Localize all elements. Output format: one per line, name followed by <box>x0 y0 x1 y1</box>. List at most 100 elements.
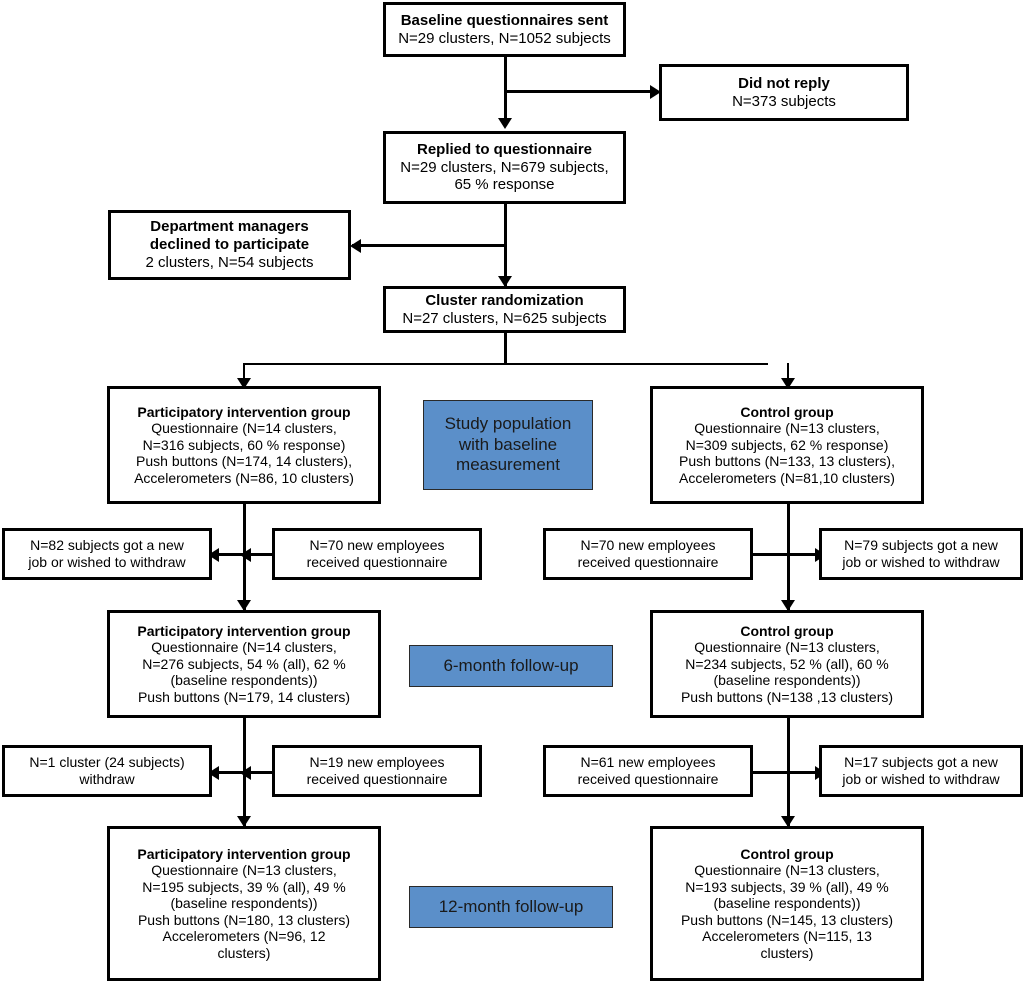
node-line: 2 clusters, N=54 subjects <box>145 253 314 271</box>
node-control-new-employees-6m[interactable]: N=70 new employees received questionnair… <box>543 528 753 580</box>
arrowhead-int-loss-6m <box>208 548 219 562</box>
node-intervention-group-6m[interactable]: Participatory intervention group Questio… <box>107 610 381 718</box>
connector-ctrl-loss-6m <box>752 553 820 556</box>
node-line: Questionnaire (N=13 clusters, <box>151 862 337 879</box>
node-line: Accelerometers (N=96, 12 <box>162 928 326 945</box>
node-line: N=19 new employees <box>309 754 445 771</box>
node-line: clusters) <box>217 944 271 961</box>
node-title: Cluster randomization <box>425 291 584 309</box>
connector-down-to-randomization <box>504 244 507 286</box>
node-title: Participatory intervention group <box>137 622 351 639</box>
plate-line: with baseline <box>458 434 558 454</box>
node-control-group-baseline[interactable]: Control group Questionnaire (N=13 cluste… <box>650 386 924 504</box>
arrowhead-managers-declined <box>350 239 361 253</box>
node-line: N=193 subjects, 39 % (all), 49 % <box>685 878 889 895</box>
node-line: Questionnaire (N=13 clusters, <box>694 862 880 879</box>
node-line: withdraw <box>79 771 135 787</box>
connector-baseline-to-reply <box>504 56 507 92</box>
node-line: job or wished to withdraw <box>842 554 1000 570</box>
arrowhead-int-loss-12m <box>208 766 219 780</box>
node-did-not-reply[interactable]: Did not reply N=373 subjects <box>659 64 909 121</box>
label-6-month-follow-up: 6-month follow-up <box>409 645 613 687</box>
node-line: N=29 clusters, N=1052 subjects <box>398 29 611 47</box>
arrowhead-randomization <box>498 276 512 287</box>
node-line: Push buttons (N=133, 13 clusters), <box>679 453 895 470</box>
node-line: job or wished to withdraw <box>28 554 186 570</box>
node-line: Questionnaire (N=13 clusters, <box>694 639 880 656</box>
node-intervention-group-12m[interactable]: Participatory intervention group Questio… <box>107 826 381 981</box>
connector-int-new-6m <box>244 554 286 556</box>
connector-split-right-drop <box>787 363 789 383</box>
node-line: N=70 new employees <box>309 537 445 554</box>
node-control-group-6m[interactable]: Control group Questionnaire (N=13 cluste… <box>650 610 924 718</box>
connector-down-to-replied <box>504 90 507 126</box>
node-line: N=82 subjects got a new <box>30 537 184 554</box>
connector-split-left-drop <box>243 363 245 383</box>
node-control-group-12m[interactable]: Control group Questionnaire (N=13 cluste… <box>650 826 924 981</box>
connector-to-did-not-reply <box>504 90 652 93</box>
node-line: Accelerometers (N=115, 13 <box>702 928 872 945</box>
node-line: Accelerometers (N=81,10 clusters) <box>679 469 895 486</box>
node-title-line-2: declined to participate <box>149 236 310 254</box>
node-line: (baseline respondents)) <box>170 895 318 912</box>
plate-line: measurement <box>456 455 560 475</box>
label-study-population-with-baseline-measurement: Study population with baseline measureme… <box>423 400 593 490</box>
node-line: Push buttons (N=145, 13 clusters) <box>680 911 894 928</box>
node-line: Questionnaire (N=14 clusters, <box>151 420 337 437</box>
node-line: 65 % response <box>454 176 555 194</box>
node-baseline-questionnaires-sent[interactable]: Baseline questionnaires sent N=29 cluste… <box>383 2 626 57</box>
node-title: Participatory intervention group <box>137 845 351 862</box>
node-line: received questionnaire <box>577 554 719 570</box>
node-title: Participatory intervention group <box>137 403 351 420</box>
plate-line: 12-month follow-up <box>438 896 584 916</box>
node-department-managers-declined[interactable]: Department managers declined to particip… <box>108 210 351 280</box>
arrowhead-int-new-6m <box>240 548 251 562</box>
arrowhead-int-new-12m <box>240 766 251 780</box>
arrowhead-did-not-reply <box>650 85 661 99</box>
node-line: N=373 subjects <box>732 92 836 110</box>
node-line: Accelerometers (N=86, 10 clusters) <box>134 469 354 486</box>
node-line: N=1 cluster (24 subjects) <box>29 754 185 771</box>
arrowhead-control-12m <box>781 816 795 827</box>
connector-randomization-split <box>243 363 768 365</box>
node-line: N=17 subjects got a new <box>844 754 998 771</box>
node-line: Push buttons (N=138 ,13 clusters) <box>680 688 894 705</box>
node-intervention-loss-12m[interactable]: N=1 cluster (24 subjects) withdraw <box>2 745 212 797</box>
node-line: (baseline respondents)) <box>713 672 861 689</box>
node-line: received questionnaire <box>306 554 448 570</box>
node-title: Control group <box>740 622 834 639</box>
arrowhead-control-baseline <box>781 378 795 389</box>
node-line: received questionnaire <box>577 771 719 787</box>
connector-control-baseline-to-6m <box>787 504 790 610</box>
node-line: N=27 clusters, N=625 subjects <box>402 309 607 327</box>
arrowhead-replied <box>498 118 512 129</box>
node-line: Push buttons (N=179, 14 clusters) <box>137 688 351 705</box>
node-cluster-randomization[interactable]: Cluster randomization N=27 clusters, N=6… <box>383 286 626 333</box>
connector-ctrl-loss-12m <box>752 771 820 774</box>
node-title: Replied to questionnaire <box>416 140 593 158</box>
node-line: job or wished to withdraw <box>842 771 1000 787</box>
node-control-new-employees-12m[interactable]: N=61 new employees received questionnair… <box>543 745 753 797</box>
node-line: N=195 subjects, 39 % (all), 49 % <box>142 878 346 895</box>
node-title: Control group <box>740 403 834 420</box>
node-line: Push buttons (N=180, 13 clusters) <box>137 911 351 928</box>
arrowhead-intervention-12m <box>237 816 251 827</box>
node-line: (baseline respondents)) <box>713 895 861 912</box>
node-line: Questionnaire (N=14 clusters, <box>151 639 337 656</box>
node-control-loss-12m[interactable]: N=17 subjects got a new job or wished to… <box>819 745 1023 797</box>
node-replied-to-questionnaire[interactable]: Replied to questionnaire N=29 clusters, … <box>383 131 626 204</box>
label-12-month-follow-up: 12-month follow-up <box>409 886 613 928</box>
node-title: Control group <box>740 845 834 862</box>
node-title: Did not reply <box>738 74 830 92</box>
node-intervention-new-employees-12m[interactable]: N=19 new employees received questionnair… <box>272 745 482 797</box>
node-intervention-new-employees-6m[interactable]: N=70 new employees received questionnair… <box>272 528 482 580</box>
node-control-loss-6m[interactable]: N=79 subjects got a new job or wished to… <box>819 528 1023 580</box>
node-intervention-loss-6m[interactable]: N=82 subjects got a new job or wished to… <box>2 528 212 580</box>
node-line: N=79 subjects got a new <box>844 537 998 554</box>
node-line: N=70 new employees <box>580 537 716 554</box>
node-line: N=61 new employees <box>580 754 716 771</box>
arrowhead-intervention-baseline <box>237 378 251 389</box>
arrowhead-intervention-6m <box>237 600 251 611</box>
node-intervention-group-baseline[interactable]: Participatory intervention group Questio… <box>107 386 381 504</box>
